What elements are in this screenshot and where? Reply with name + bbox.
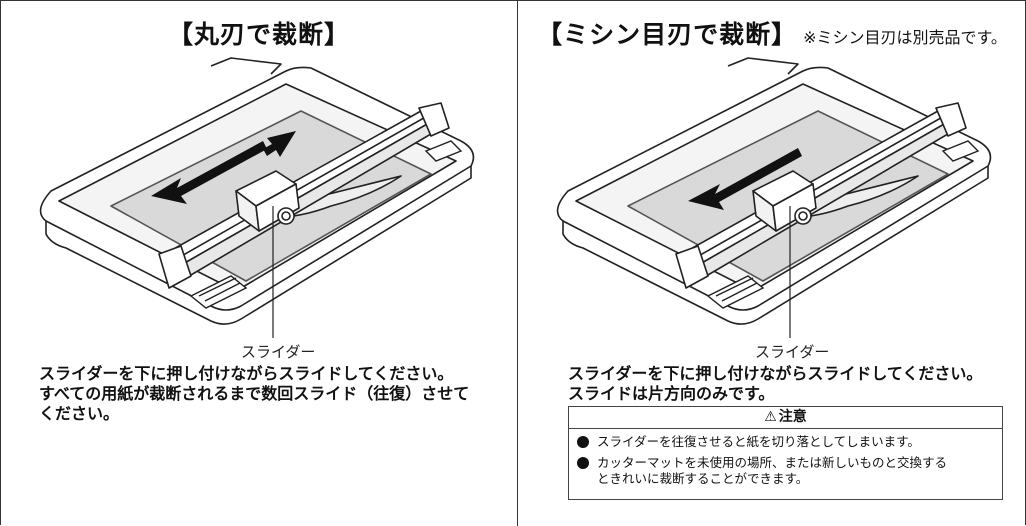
round-blade-panel: 【丸刃で裁断】: [1, 1, 517, 526]
column-divider: [517, 1, 518, 526]
caution-header: ⚠注意: [569, 407, 1002, 429]
instruction-line: すべての用紙が裁断されるまで数回スライド（往復）させて: [39, 384, 470, 403]
slider-callout-label: スライダー: [755, 343, 830, 361]
instruction-line: スライダーを下に押し付けながらスライドしてください。: [39, 364, 454, 383]
instruction-line: スライダーを下に押し付けながらスライドしてください。: [568, 364, 983, 383]
instruction-line: スライドは片方向のみです。: [568, 384, 775, 403]
caution-title: 注意: [778, 409, 807, 425]
bullet-dot-icon: [577, 436, 589, 448]
slider-callout-label: スライダー: [241, 343, 316, 361]
round-blade-instructions: スライダーを下に押し付けながらスライドしてください。 すべての用紙が裁断されるま…: [39, 364, 509, 424]
round-blade-cutter-illustration: [39, 57, 475, 338]
perforation-blade-cutter-illustration: [556, 57, 992, 338]
perforation-blade-title: 【ミシン目刃で裁断】: [537, 20, 798, 49]
round-blade-title: 【丸刃で裁断】: [167, 20, 350, 49]
bullet-dot-icon: [577, 457, 589, 469]
perforation-blade-instructions: スライダーを下に押し付けながらスライドしてください。 スライドは片方向のみです。: [568, 364, 1018, 404]
caution-text-continued: ときれいに裁断することができます。: [597, 471, 809, 486]
caution-box: ⚠注意 スライダーを往復させると紙を切り落としてしまいます。 カッターマットを未…: [568, 406, 1003, 500]
caution-text: カッターマットを未使用の場所、または新しいものと交換する: [597, 455, 948, 470]
caution-item: カッターマットを未使用の場所、または新しいものと交換する ときれいに裁断すること…: [575, 455, 1002, 487]
caution-item: スライダーを往復させると紙を切り落としてしまいます。: [575, 434, 1002, 450]
perforation-blade-panel: 【ミシン目刃で裁断】 ※ミシン目刃は別売品です。: [518, 1, 1026, 526]
warning-triangle-icon: ⚠: [764, 409, 777, 425]
caution-text: スライダーを往復させると紙を切り落としてしまいます。: [597, 434, 920, 449]
round-blade-title-row: 【丸刃で裁断】: [1, 15, 517, 51]
sold-separately-note: ※ミシン目刃は別売品です。: [803, 28, 1007, 47]
perforation-blade-title-row: 【ミシン目刃で裁断】 ※ミシン目刃は別売品です。: [518, 15, 1026, 51]
instruction-line: ください。: [39, 404, 120, 423]
